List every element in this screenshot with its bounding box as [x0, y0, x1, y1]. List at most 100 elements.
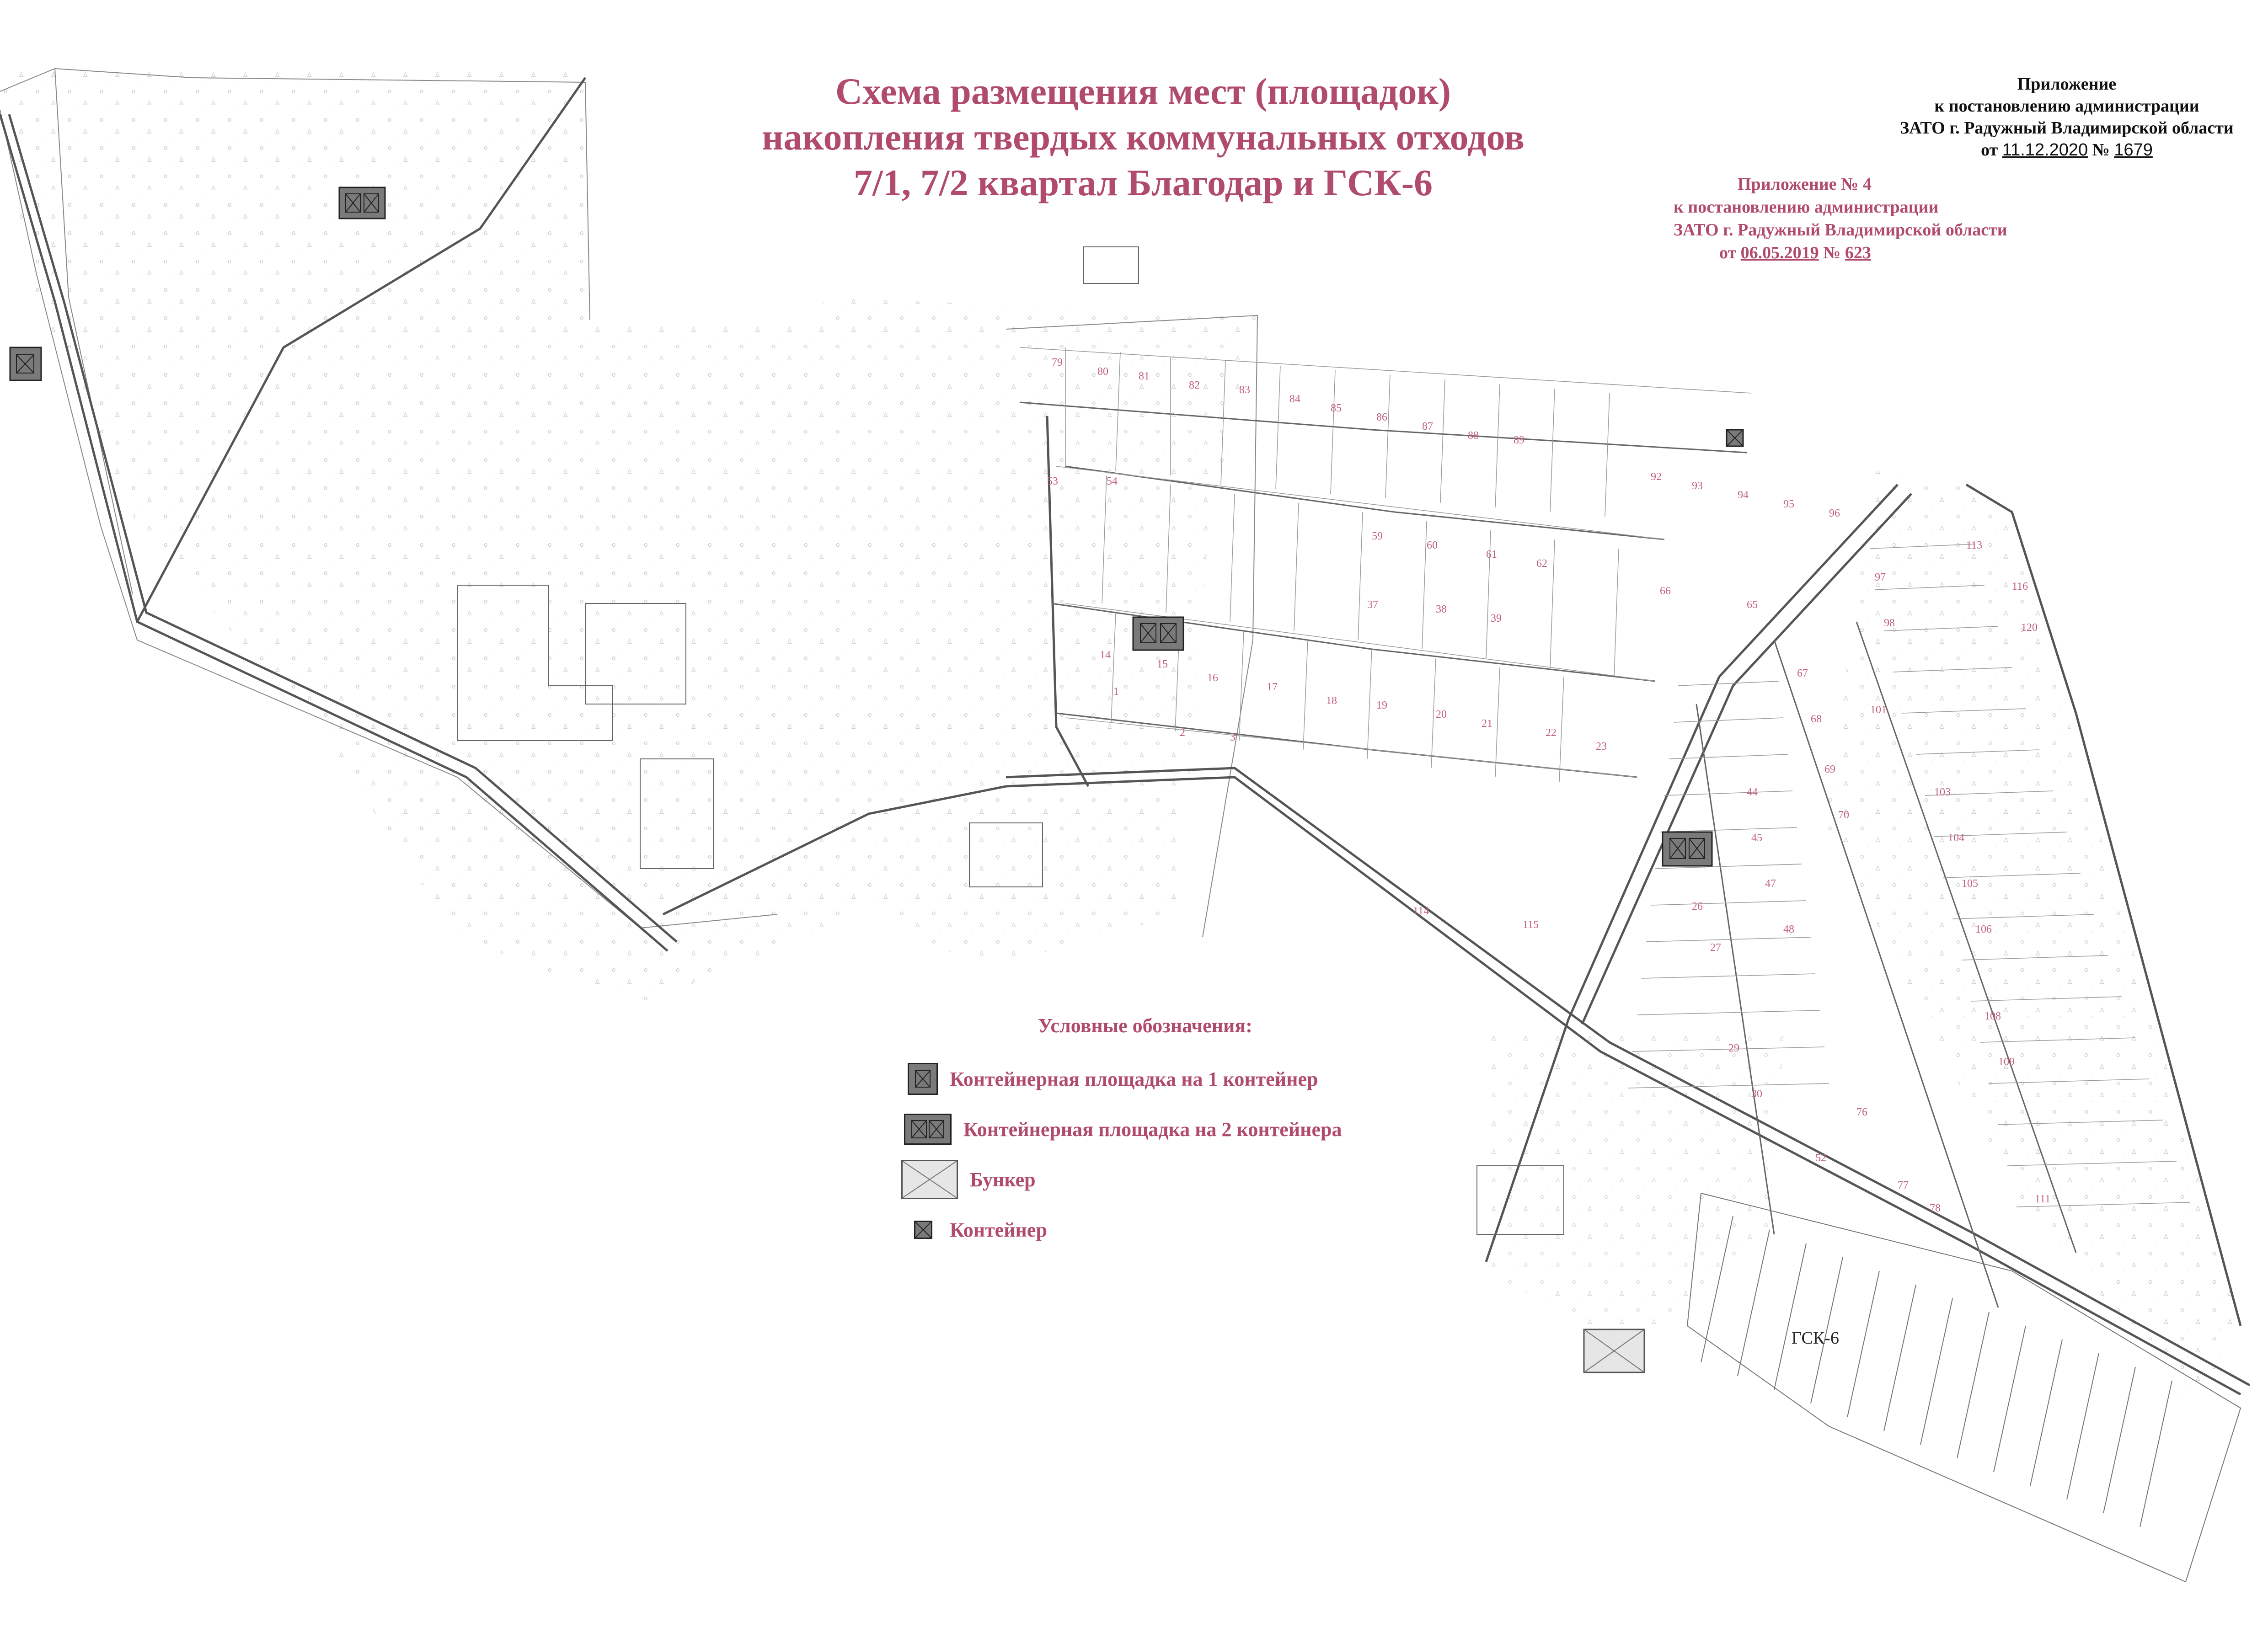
container-site-1-icon: [908, 1063, 938, 1095]
annex-line: ЗАТО г. Радужный Владимирской области: [1674, 220, 2007, 240]
bunker-icon: [1583, 1329, 1645, 1373]
plot-label: 26: [1692, 901, 1703, 913]
legend-title: Условные обозначения:: [1038, 1014, 1252, 1037]
plot-label: 77: [1898, 1179, 1909, 1191]
annex-line: к постановлению администрации: [1934, 96, 2199, 116]
title-line: накопления твердых коммунальных отходов: [762, 116, 1524, 158]
plot-label: 37: [1367, 599, 1378, 611]
plot-label: 108: [1984, 1010, 2001, 1022]
annex-current: Приложение к постановлению администрации…: [1866, 73, 2268, 161]
annex-date: 06.05.2019: [1740, 243, 1819, 262]
plot-label: 94: [1738, 489, 1749, 501]
plot-label: 29: [1728, 1042, 1739, 1054]
legend-label: Бункер: [970, 1168, 1036, 1191]
annex-line: Приложение: [2017, 75, 2117, 94]
plot-label: 53: [1047, 475, 1058, 487]
plot-label: 115: [1523, 919, 1539, 931]
container-site-2-icon: [1132, 616, 1184, 651]
legend-item: Контейнерная площадка на 2 контейнера: [904, 1109, 1342, 1150]
plot-label: 83: [1239, 384, 1250, 396]
plot-label: 79: [1052, 357, 1063, 368]
map-container-sites: [9, 187, 1744, 1373]
plot-label: 23: [1596, 741, 1607, 752]
plot-label: 3: [1230, 731, 1236, 743]
plot-labels: 1 2 3 14 15 16 17 18 19 20 21 22 23 53 5…: [1047, 357, 2050, 1214]
annex-line: к постановлению администрации: [1674, 197, 1939, 217]
plot-label: 66: [1660, 585, 1671, 597]
plot-label: 14: [1100, 649, 1111, 661]
plot-label: 67: [1797, 667, 1808, 679]
plot-label: 98: [1884, 617, 1895, 629]
container-icon: [914, 1221, 932, 1239]
annex-line: ЗАТО г. Радужный Владимирской области: [1900, 118, 2234, 138]
plot-label: 116: [2012, 581, 2028, 592]
bunker-icon: [901, 1160, 958, 1199]
plot-label: 70: [1838, 809, 1849, 821]
roads: [0, 77, 2251, 1396]
annex-number: 1679: [2114, 140, 2153, 160]
legend-label: Контейнерная площадка на 1 контейнер: [950, 1067, 1318, 1090]
plot-label: 45: [1751, 832, 1762, 844]
annex-num-sign: №: [1823, 243, 1841, 262]
annex-date: 11.12.2020: [2002, 140, 2088, 160]
container-site-2-icon: [904, 1114, 952, 1145]
plot-label: 22: [1546, 727, 1557, 739]
plot-label: 92: [1651, 471, 1662, 483]
annex-number: 623: [1845, 243, 1871, 262]
plot-label: 93: [1692, 480, 1703, 492]
legend-item: Контейнер: [908, 1209, 1047, 1250]
plot-label: 109: [1998, 1056, 2015, 1068]
plot-label: 120: [2021, 622, 2038, 634]
legend-label: Контейнерная площадка на 2 контейнера: [963, 1118, 1342, 1141]
map-title: Схема размещения мест (площадок) накопле…: [594, 69, 1692, 206]
container-site-2-icon: [1662, 831, 1713, 867]
plot-label: 69: [1824, 763, 1835, 775]
plot-label: 95: [1783, 498, 1794, 510]
plot-label: 61: [1486, 549, 1497, 560]
plot-label: 101: [1870, 704, 1887, 716]
plot-label: 16: [1207, 672, 1218, 684]
plot-label: 80: [1097, 366, 1108, 378]
container-site-2-icon: [338, 187, 386, 219]
plot-label: 96: [1829, 507, 1840, 519]
plot-label: 78: [1930, 1202, 1941, 1214]
plot-label: 59: [1372, 530, 1383, 542]
legend-label: Контейнер: [950, 1218, 1047, 1241]
plot-label: 39: [1491, 613, 1502, 624]
plot-label: 65: [1747, 599, 1758, 611]
plot-label: 17: [1267, 681, 1278, 693]
plot-label: 84: [1289, 393, 1300, 405]
plot-label: 60: [1427, 539, 1438, 551]
plot-label: 1: [1113, 686, 1119, 698]
annex-previous: Приложение № 4 к постановлению администр…: [1646, 173, 2058, 264]
buildings: [457, 246, 1564, 1235]
plot-label: 19: [1376, 699, 1387, 711]
plot-label: 89: [1514, 434, 1524, 446]
garage-label: ГСК-6: [1792, 1329, 1839, 1348]
plot-label: 15: [1157, 658, 1168, 670]
plot-label: 38: [1436, 603, 1447, 615]
plot-label: 18: [1326, 695, 1337, 707]
annex-prefix: от: [1981, 140, 1998, 160]
plot-label: 106: [1975, 923, 1992, 935]
plot-label: 88: [1468, 430, 1479, 442]
plot-label: 103: [1934, 786, 1951, 798]
plot-label: 54: [1107, 475, 1118, 487]
plot-label: 81: [1139, 370, 1150, 382]
plot-label: 30: [1751, 1088, 1762, 1100]
title-line: Схема размещения мест (площадок): [835, 70, 1451, 112]
plot-label: 68: [1811, 713, 1822, 725]
plot-label: 97: [1875, 571, 1886, 583]
plot-label: 62: [1536, 558, 1547, 570]
plot-label: 47: [1765, 878, 1776, 890]
plot-label: 87: [1422, 421, 1433, 432]
plot-label: 48: [1783, 923, 1794, 935]
plot-label: 27: [1710, 942, 1721, 954]
title-line: 7/1, 7/2 квартал Благодар и ГСК-6: [854, 162, 1433, 203]
plot-label: 52: [1815, 1152, 1826, 1164]
plot-label: 113: [1966, 539, 1982, 551]
container-icon: [1726, 429, 1744, 447]
plot-label: 104: [1948, 832, 1964, 844]
garage-cooperative: [1686, 1192, 2241, 1583]
